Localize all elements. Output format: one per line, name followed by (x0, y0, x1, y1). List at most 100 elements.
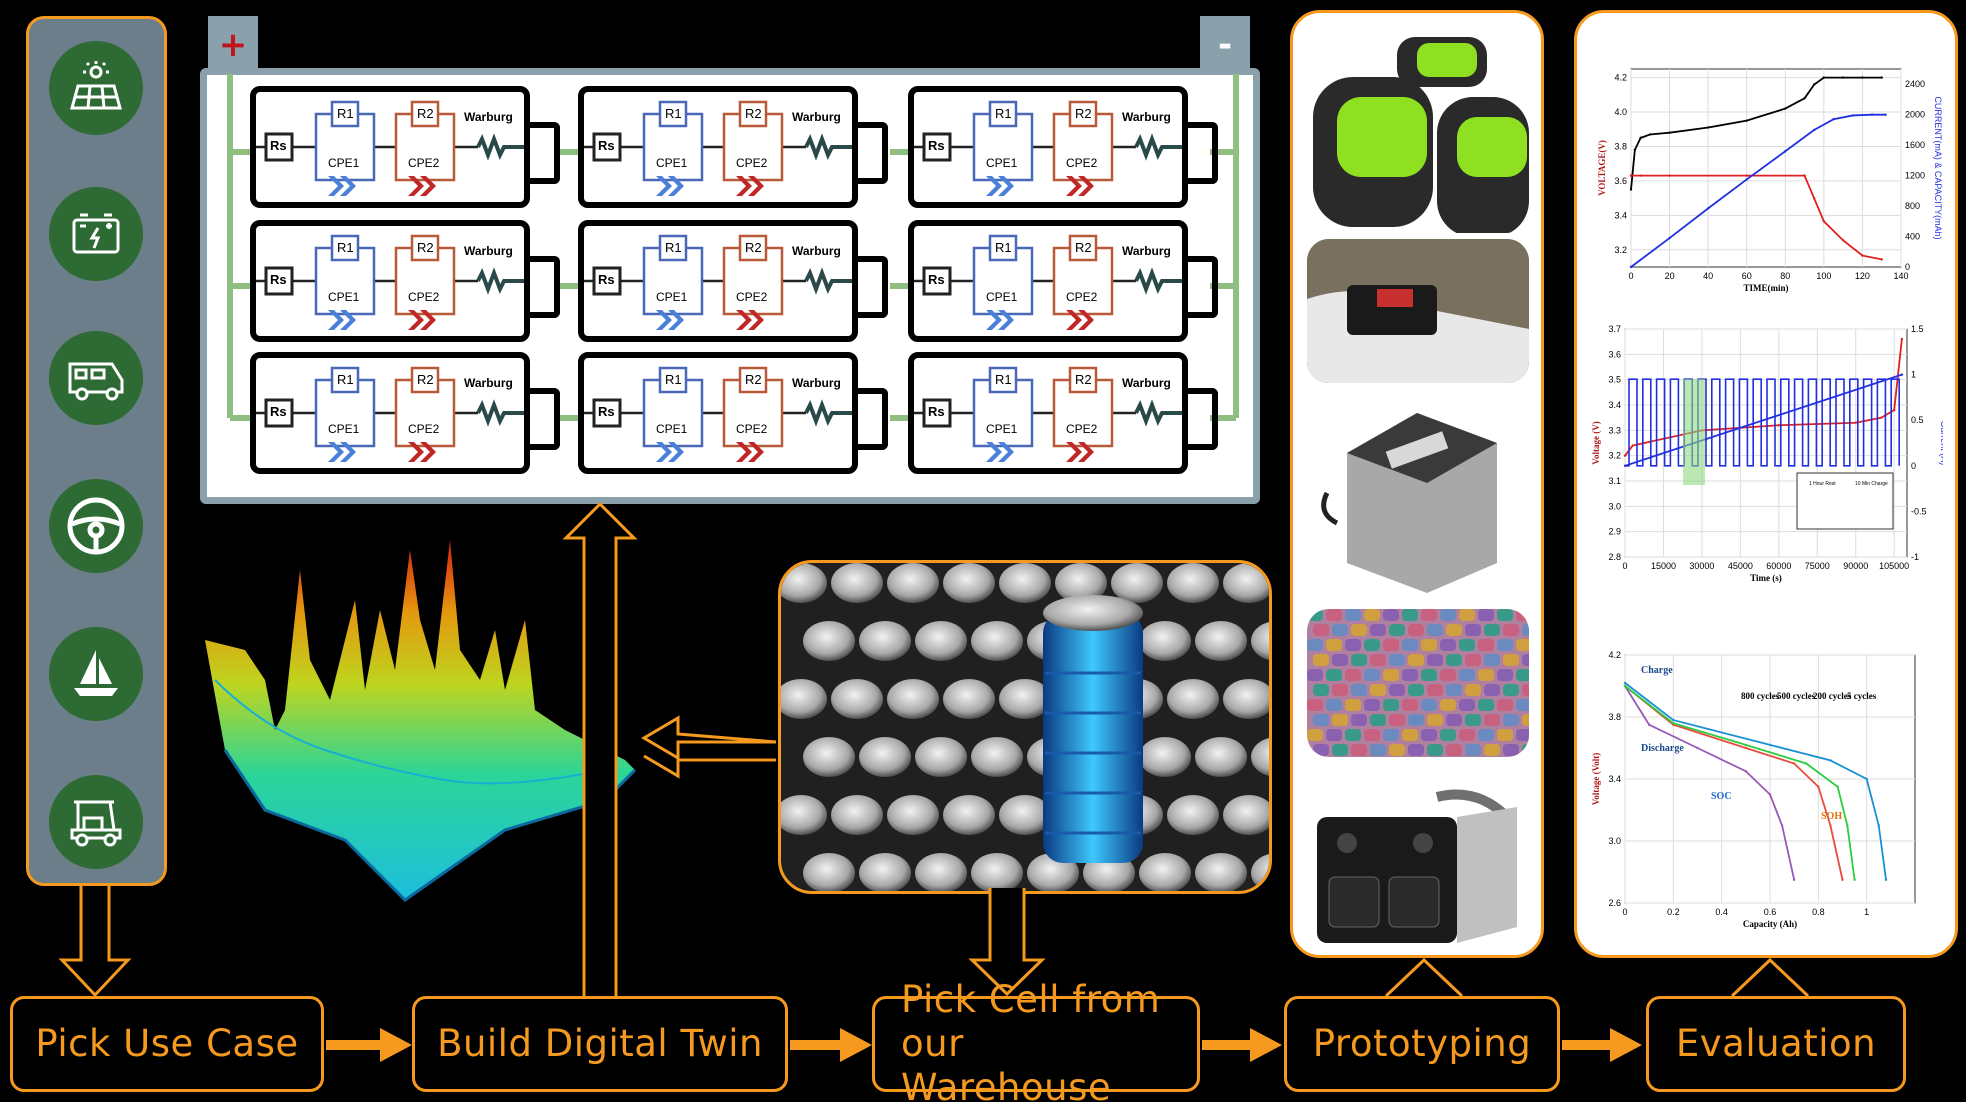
cell-cap (887, 679, 939, 719)
y-tick-label: 3.8 (1608, 712, 1621, 722)
cell-row-item (1497, 729, 1513, 741)
step-pick-cell[interactable]: Pick Cell from our Warehouse (872, 978, 1200, 1102)
cell-row-item (1307, 609, 1323, 621)
cell-row-item (1326, 609, 1342, 621)
cell-row-item (1364, 609, 1380, 621)
x-tick-label: 105000 (1879, 561, 1909, 571)
cell-row-item (1389, 744, 1405, 756)
y-tick-label: 3.2 (1608, 451, 1621, 461)
cell-row-item (1364, 639, 1380, 651)
cell-cap (999, 679, 1051, 719)
data-point (1900, 373, 1904, 376)
cell-row-item (1440, 699, 1456, 711)
cell-row-item (1459, 639, 1475, 651)
cell-warehouse-photo (778, 560, 1272, 894)
data-point (1822, 220, 1826, 223)
data-point (1817, 785, 1820, 788)
golf-cart-icon[interactable] (49, 775, 143, 869)
y-tick-label: 3.0 (1608, 836, 1621, 846)
cpe2-label: CPE2 (1066, 156, 1098, 170)
rs-label: Rs (598, 404, 615, 419)
y-tick-label: 3.6 (1614, 176, 1627, 186)
step-prototyping[interactable]: Prototyping (1284, 996, 1560, 1092)
cell-row-item (1446, 684, 1462, 696)
cell-row-item (1313, 714, 1329, 726)
cell-row-item (1421, 639, 1437, 651)
data-point (1629, 265, 1633, 269)
cell-row-item (1503, 744, 1519, 756)
step-build-digital-twin[interactable]: Build Digital Twin (412, 996, 788, 1092)
negative-terminal: - (1200, 16, 1250, 74)
cell-cap (859, 737, 911, 777)
y2-axis-label: Current (A) (1939, 421, 1943, 466)
steering-wheel-icon[interactable] (49, 479, 143, 573)
sailboat-icon[interactable] (49, 627, 143, 721)
data-point (1668, 131, 1671, 134)
cell-cap (1251, 621, 1269, 661)
cell-row-item (1497, 639, 1513, 651)
cell-row-item (1370, 684, 1386, 696)
y-tick-label: 2.6 (1608, 898, 1621, 908)
data-point (1870, 113, 1874, 116)
circuit-diagram (256, 234, 524, 330)
prototype-photo-1 (1307, 37, 1529, 233)
cell-cap (1139, 853, 1191, 891)
data-point (1792, 878, 1796, 881)
cell-row-item (1421, 729, 1437, 741)
rs-label: Rs (270, 272, 287, 287)
data-point (1639, 174, 1642, 177)
cell-cap (943, 795, 995, 835)
r2-label: R2 (417, 372, 434, 387)
cell-cap (1111, 563, 1163, 603)
cell-row-item (1421, 669, 1437, 681)
step-pick-use-case[interactable]: Pick Use Case (10, 996, 324, 1092)
cpe1-label: CPE1 (986, 290, 1018, 304)
cell-row-item (1383, 729, 1399, 741)
circuit-diagram (584, 234, 852, 330)
cell-row-item (1383, 639, 1399, 651)
cell-row-item (1440, 609, 1456, 621)
cell-row-item (1459, 699, 1475, 711)
step-evaluation[interactable]: Evaluation (1646, 996, 1906, 1092)
x-tick-label: 140 (1893, 271, 1908, 281)
chart-annotation: SOH (1821, 811, 1842, 822)
cell-row-item (1408, 684, 1424, 696)
data-point (1892, 408, 1896, 412)
cpe1-label: CPE1 (656, 422, 688, 436)
data-point (1668, 236, 1671, 240)
cell-cap (943, 563, 995, 603)
cell-row-item (1370, 624, 1386, 636)
data-point (1900, 337, 1904, 341)
circuit-diagram (914, 366, 1182, 462)
cell-row-item (1503, 684, 1519, 696)
warburg-label: Warburg (792, 244, 841, 258)
arrow-step3-4 (1202, 1028, 1282, 1062)
cell-row-item (1370, 744, 1386, 756)
solar-panel-icon[interactable] (49, 41, 143, 135)
x-tick-label: 60 (1742, 271, 1752, 281)
y-tick-label: 3.5 (1608, 375, 1621, 385)
y2-tick-label: -0.5 (1911, 506, 1927, 516)
cell-row-item (1351, 744, 1367, 756)
y-tick-label: 4.0 (1614, 107, 1627, 117)
cell-row-item (1516, 699, 1529, 711)
cell-cap (887, 795, 939, 835)
cell-row-item (1465, 624, 1481, 636)
y-axis-label: VOLTAGE(V) (1597, 140, 1607, 196)
data-point (1623, 454, 1627, 457)
data-point (1829, 759, 1832, 762)
data-point (1880, 258, 1883, 261)
cell-row-item (1389, 684, 1405, 696)
cpe1-label: CPE1 (656, 156, 688, 170)
cell-row-item (1307, 669, 1323, 681)
cell-row-item (1497, 669, 1513, 681)
chart-annotation: 500 cycles (1777, 691, 1816, 701)
step-label: Prototyping (1312, 1022, 1532, 1065)
cell-row-item (1307, 699, 1323, 711)
battery-charge-icon[interactable] (49, 187, 143, 281)
y-tick-label: 3.7 (1608, 324, 1621, 334)
chart-annotation: 5 cycles (1847, 691, 1877, 701)
x-tick-label: 120 (1855, 271, 1870, 281)
data-point (1780, 824, 1784, 827)
camper-van-icon[interactable] (49, 331, 143, 425)
